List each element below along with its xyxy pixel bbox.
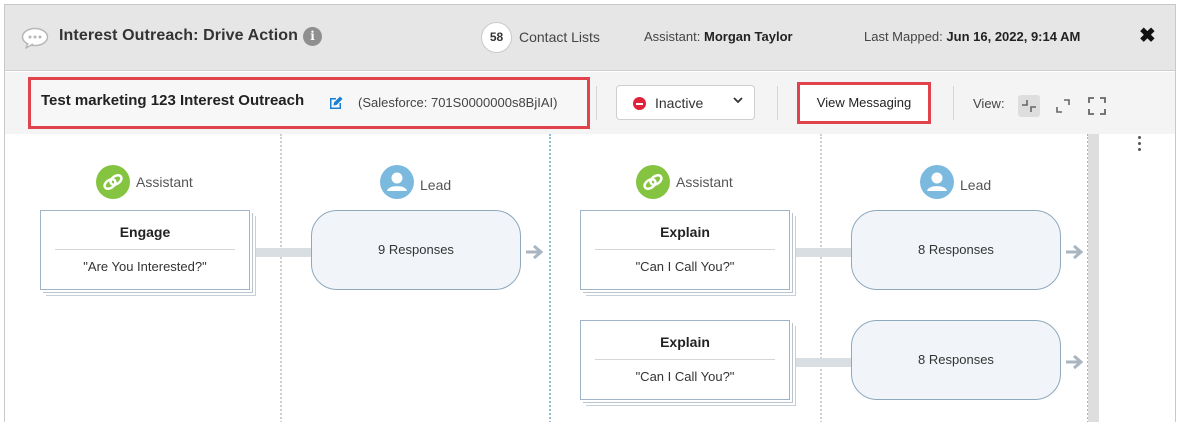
column-role-label: Assistant xyxy=(676,174,733,190)
flow-name-highlight: Test marketing 123 Interest Outreach (Sa… xyxy=(28,77,590,129)
collapse-view-button[interactable] xyxy=(1018,95,1040,117)
card-divider xyxy=(55,249,235,250)
assistant-label: Assistant: xyxy=(644,29,701,44)
message-step-title: Explain xyxy=(660,334,710,350)
collapse-icon xyxy=(1022,100,1036,112)
message-step-title: Engage xyxy=(119,224,171,240)
window-header: Interest Outreach: Drive Action i 58 Con… xyxy=(5,5,1175,71)
chevron-down-icon xyxy=(733,97,743,104)
column-divider xyxy=(820,134,822,422)
message-text: "Can I Call You?" xyxy=(635,369,735,384)
message-card[interactable]: Engage "Are You Interested?" xyxy=(40,210,250,290)
flow-toolbar: Test marketing 123 Interest Outreach (Sa… xyxy=(5,72,1175,134)
responses-node[interactable]: 9 Responses xyxy=(311,210,521,290)
column-divider xyxy=(280,134,282,422)
responses-node[interactable]: 8 Responses xyxy=(851,210,1061,290)
last-mapped-value: Jun 16, 2022, 9:14 AM xyxy=(946,29,1081,44)
card-divider xyxy=(595,359,775,360)
assistant-info: Assistant: Morgan Taylor xyxy=(644,29,793,44)
edit-icon[interactable] xyxy=(328,95,344,111)
view-label: View: xyxy=(973,96,1005,111)
flow-window: Interest Outreach: Drive Action i 58 Con… xyxy=(4,4,1176,422)
message-text: "Are You Interested?" xyxy=(83,259,207,274)
view-messaging-highlight: View Messaging xyxy=(797,82,931,124)
toolbar-divider xyxy=(953,86,954,120)
expand-icon xyxy=(1056,99,1070,113)
assistant-link-icon xyxy=(636,165,670,199)
stage-divider xyxy=(549,134,551,422)
message-text: "Can I Call You?" xyxy=(635,259,735,274)
responses-node[interactable]: 8 Responses xyxy=(851,320,1061,400)
close-icon[interactable]: ✖ xyxy=(1139,25,1156,47)
column-role-label: Assistant xyxy=(136,174,193,190)
lead-person-icon xyxy=(920,165,954,199)
message-step-title: Explain xyxy=(660,224,710,240)
flow-connector xyxy=(256,248,312,257)
toolbar-divider xyxy=(777,86,778,120)
status-dropdown[interactable]: Inactive xyxy=(616,85,755,120)
column-role-label: Lead xyxy=(420,177,452,193)
flow-connector xyxy=(796,248,852,257)
fullscreen-view-button[interactable] xyxy=(1086,95,1108,117)
chat-bubble-icon xyxy=(21,27,49,49)
arrow-right-icon xyxy=(1066,354,1084,370)
fullscreen-icon xyxy=(1088,97,1106,115)
last-mapped-label: Last Mapped: xyxy=(864,29,943,44)
column-role-label: Lead xyxy=(960,177,992,193)
status-value: Inactive xyxy=(655,95,704,111)
expand-view-button[interactable] xyxy=(1052,95,1074,117)
flow-canvas[interactable]: Assistant Lead Assistant Lead Engage xyxy=(5,134,1175,422)
flow-connector xyxy=(796,358,852,367)
message-card[interactable]: Explain "Can I Call You?" xyxy=(580,320,790,400)
arrow-right-icon xyxy=(526,244,544,260)
canvas-scroll-rail[interactable] xyxy=(1088,134,1099,422)
card-divider xyxy=(595,249,775,250)
message-card[interactable]: Explain "Can I Call You?" xyxy=(580,210,790,290)
lead-person-icon xyxy=(380,165,414,199)
flow-name: Test marketing 123 Interest Outreach xyxy=(41,92,305,109)
assistant-link-icon xyxy=(96,165,130,199)
view-messaging-button[interactable]: View Messaging xyxy=(803,88,925,118)
inactive-status-icon xyxy=(633,97,646,110)
more-options-icon[interactable] xyxy=(1133,136,1145,154)
toolbar-divider xyxy=(596,86,597,120)
assistant-name: Morgan Taylor xyxy=(703,29,793,44)
contact-lists-label[interactable]: Contact Lists xyxy=(519,29,600,45)
arrow-right-icon xyxy=(1066,244,1084,260)
flow-title: Interest Outreach: Drive Action xyxy=(59,27,299,44)
contact-count-badge: 58 xyxy=(481,22,512,53)
last-mapped-info: Last Mapped: Jun 16, 2022, 9:14 AM xyxy=(864,29,1080,44)
salesforce-id: (Salesforce: 701S0000000s8BjIAI) xyxy=(358,95,558,110)
info-icon[interactable]: i xyxy=(303,27,322,46)
